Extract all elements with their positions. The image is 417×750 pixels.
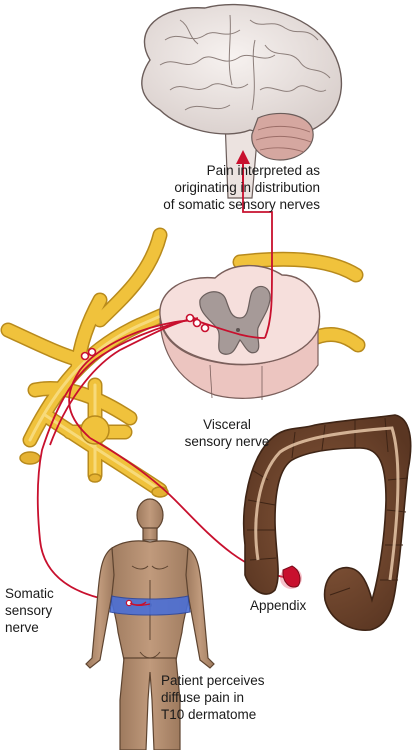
- label-line: Appendix: [250, 598, 307, 613]
- label-line: Patient perceives: [161, 673, 265, 688]
- ganglion: [80, 415, 110, 445]
- label-line: Somatic: [5, 586, 54, 601]
- label-line: sensory: [5, 603, 53, 618]
- ascending-arrow: [236, 150, 250, 192]
- spinal-cord-section: [159, 264, 321, 400]
- label-somatic-nerve: Somatic sensory nerve: [5, 585, 54, 636]
- label-visceral-nerve: Visceral sensory nerve: [168, 416, 286, 450]
- label-pain-interpreted: Pain interpreted as originating in distr…: [140, 162, 320, 213]
- label-line: of somatic sensory nerves: [163, 197, 320, 212]
- label-line: sensory nerve: [184, 434, 270, 449]
- synapses: [80, 313, 210, 361]
- pain-pathway: [36, 192, 291, 604]
- label-appendix: Appendix: [250, 597, 306, 614]
- label-line: nerve: [5, 620, 39, 635]
- dermatome-link: [129, 602, 151, 606]
- label-line: diffuse pain in: [161, 690, 245, 705]
- label-patient-perceives: Patient perceives diffuse pain in T10 de…: [161, 672, 265, 723]
- nerve-trunks: [0, 227, 366, 498]
- label-line: Pain interpreted as: [206, 163, 320, 178]
- colon: [242, 414, 412, 631]
- brain: [141, 3, 343, 199]
- t10-dermatome: [109, 595, 191, 616]
- appendix: [280, 565, 302, 589]
- label-line: Visceral: [203, 417, 251, 432]
- label-line: T10 dermatome: [161, 707, 257, 722]
- label-line: originating in distribution: [174, 180, 320, 195]
